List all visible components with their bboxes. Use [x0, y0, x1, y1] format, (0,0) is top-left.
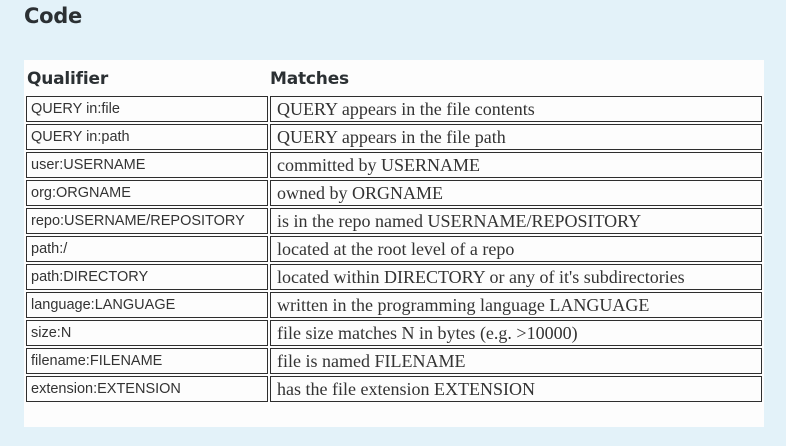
qualifier-table-container: Qualifier Matches QUERY in:file QUERY ap…: [24, 60, 764, 427]
matches-cell: QUERY appears in the file contents: [270, 96, 762, 122]
qualifier-table: Qualifier Matches QUERY in:file QUERY ap…: [24, 60, 764, 404]
table-row: QUERY in:path QUERY appears in the file …: [26, 124, 762, 150]
matches-cell: owned by ORGNAME: [270, 180, 762, 206]
qualifier-cell: language:LANGUAGE: [26, 292, 268, 318]
qualifier-cell: QUERY in:path: [26, 124, 268, 150]
column-header-matches: Matches: [270, 69, 349, 89]
qualifier-cell: QUERY in:file: [26, 96, 268, 122]
table-row: extension:EXTENSION has the file extensi…: [26, 376, 762, 402]
matches-cell: has the file extension EXTENSION: [270, 376, 762, 402]
table-row: org:ORGNAME owned by ORGNAME: [26, 180, 762, 206]
table-row: user:USERNAME committed by USERNAME: [26, 152, 762, 178]
column-header-qualifier: Qualifier: [27, 69, 109, 89]
table-row: QUERY in:file QUERY appears in the file …: [26, 96, 762, 122]
matches-cell: located within DIRECTORY or any of it's …: [270, 264, 762, 290]
qualifier-cell: path:DIRECTORY: [26, 264, 268, 290]
matches-cell: is in the repo named USERNAME/REPOSITORY: [270, 208, 762, 234]
table-row: language:LANGUAGE written in the program…: [26, 292, 762, 318]
matches-cell: QUERY appears in the file path: [270, 124, 762, 150]
table-row: filename:FILENAME file is named FILENAME: [26, 348, 762, 374]
qualifier-cell: filename:FILENAME: [26, 348, 268, 374]
matches-cell: committed by USERNAME: [270, 152, 762, 178]
matches-cell: located at the root level of a repo: [270, 236, 762, 262]
table-row: path:/ located at the root level of a re…: [26, 236, 762, 262]
qualifier-cell: size:N: [26, 320, 268, 346]
matches-cell: file size matches N in bytes (e.g. >1000…: [270, 320, 762, 346]
qualifier-cell: extension:EXTENSION: [26, 376, 268, 402]
matches-cell: written in the programming language LANG…: [270, 292, 762, 318]
qualifier-cell: org:ORGNAME: [26, 180, 268, 206]
table-row: size:N file size matches N in bytes (e.g…: [26, 320, 762, 346]
qualifier-cell: path:/: [26, 236, 268, 262]
matches-cell: file is named FILENAME: [270, 348, 762, 374]
table-row: path:DIRECTORY located within DIRECTORY …: [26, 264, 762, 290]
qualifier-cell: repo:USERNAME/REPOSITORY: [26, 208, 268, 234]
table-header-row: Qualifier Matches: [26, 62, 762, 94]
section-title: Code: [24, 4, 82, 28]
qualifier-cell: user:USERNAME: [26, 152, 268, 178]
table-row: repo:USERNAME/REPOSITORY is in the repo …: [26, 208, 762, 234]
